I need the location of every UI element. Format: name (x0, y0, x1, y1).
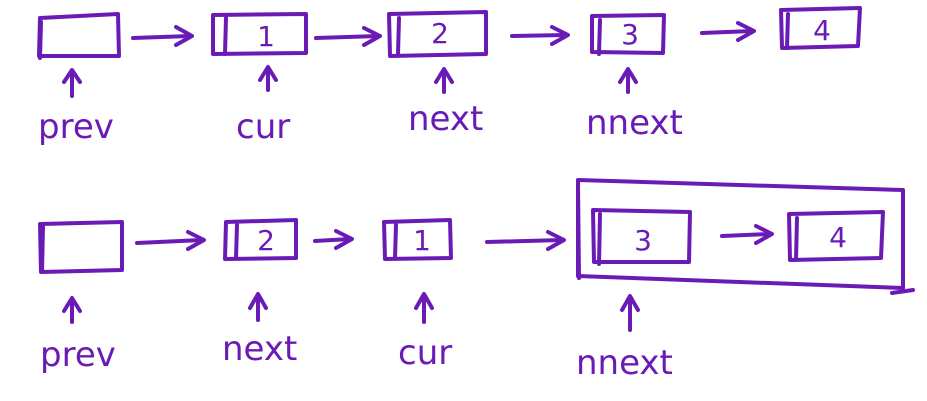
bottom-node-dummy (38, 220, 124, 274)
bottom-node-2: 2 (223, 218, 298, 261)
bottom-node-2-label: 2 (257, 224, 275, 257)
top-arrow-2 (314, 26, 382, 47)
top-arrow-1 (131, 25, 194, 47)
bottom-node-4: 4 (787, 210, 885, 262)
top-arrow-3 (510, 25, 570, 46)
bottom-node-1-label: 1 (413, 224, 431, 257)
bottom-arrow-1 (135, 230, 206, 251)
bottom-node-3: 3 (591, 208, 692, 266)
bottom-node-1: 1 (382, 218, 453, 261)
bottom-row: 2 1 3 (38, 178, 915, 383)
bottom-pointer-arrows (62, 292, 640, 332)
bottom-group-box (576, 178, 915, 295)
bottom-arrow-3 (485, 230, 566, 251)
bottom-node-3-label: 3 (634, 224, 652, 257)
top-node-3: 3 (590, 13, 666, 56)
top-node-dummy (37, 12, 121, 60)
top-pointer-arrows (62, 65, 638, 98)
bottom-node-4-label: 4 (829, 221, 847, 254)
top-node-2-label: 2 (431, 17, 449, 50)
top-label-next: next (408, 99, 483, 139)
top-node-3-label: 3 (621, 18, 639, 51)
bottom-arrow-4 (720, 224, 774, 245)
bottom-label-cur: cur (398, 333, 452, 373)
top-label-cur: cur (236, 107, 290, 147)
top-node-2: 2 (387, 10, 488, 58)
top-row: 1 2 3 (37, 6, 862, 147)
bottom-label-prev: prev (40, 335, 116, 375)
bottom-arrow-2 (313, 229, 354, 250)
top-node-4-label: 4 (813, 14, 831, 47)
top-node-4: 4 (779, 6, 862, 50)
bottom-label-next: next (222, 329, 297, 369)
top-node-1: 1 (211, 12, 308, 56)
top-label-prev: prev (38, 107, 114, 147)
bottom-label-nnext: nnext (576, 343, 673, 383)
top-node-1-label: 1 (257, 20, 275, 53)
top-arrow-4 (700, 21, 756, 42)
top-label-nnext: nnext (586, 103, 683, 143)
